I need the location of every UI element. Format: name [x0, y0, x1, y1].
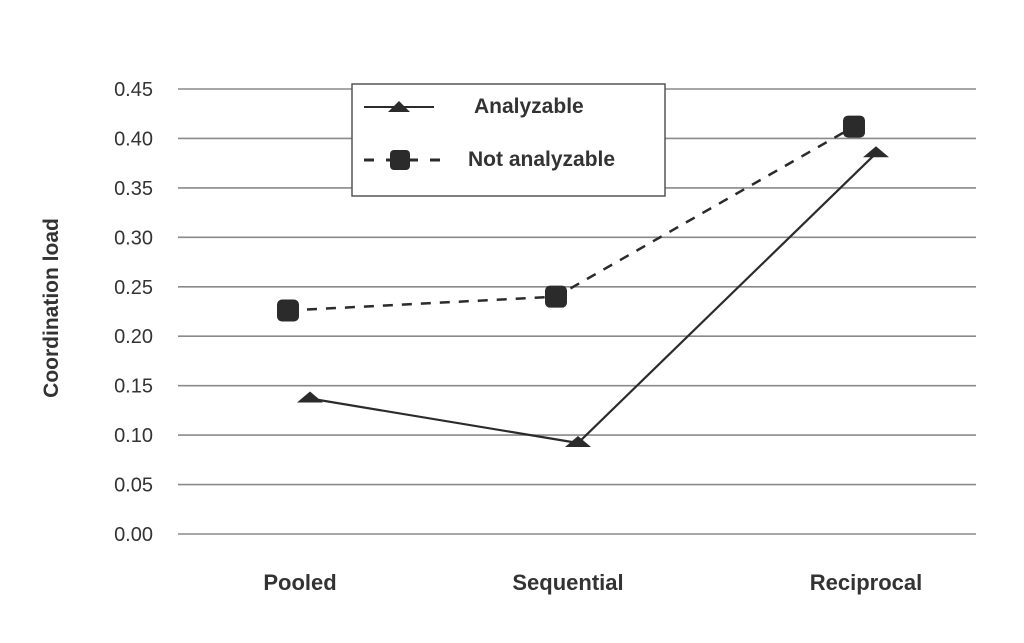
legend: Analyzable Not analyzable [351, 83, 666, 197]
y-axis-label: Coordination load [40, 218, 63, 398]
y-tick-label: 0.45 [114, 79, 153, 101]
y-tick-labels: 0.00 0.05 0.10 0.15 0.20 0.25 0.30 0.35 0.40 0.45 [114, 79, 153, 546]
data-point-analyzable [297, 391, 323, 403]
data-point-not-analyzable [545, 285, 567, 308]
data-point-analyzable [863, 146, 889, 158]
data-point-not-analyzable [843, 115, 865, 138]
x-category-labels: Pooled Sequential Reciprocal [263, 570, 922, 595]
legend-marker-not-analyzable [390, 150, 410, 170]
legend-label-not-analyzable: Not analyzable [468, 148, 615, 171]
data-point-analyzable [565, 436, 591, 448]
data-point-not-analyzable [277, 299, 299, 322]
y-tick-label: 0.20 [114, 326, 153, 348]
y-tick-label: 0.25 [114, 277, 153, 299]
y-tick-label: 0.10 [114, 425, 153, 447]
legend-box [351, 83, 666, 197]
x-category-label: Pooled [263, 570, 336, 595]
x-category-label: Sequential [512, 570, 623, 595]
y-tick-label: 0.15 [114, 376, 153, 398]
y-tick-label: 0.40 [114, 128, 153, 150]
series-layer [277, 115, 889, 448]
y-tick-label: 0.35 [114, 178, 153, 200]
x-category-label: Reciprocal [810, 570, 923, 595]
y-tick-label: 0.00 [114, 524, 153, 546]
legend-marker-analyzable [388, 101, 410, 112]
y-tick-label: 0.30 [114, 227, 153, 249]
legend-label-analyzable: Analyzable [474, 95, 584, 118]
y-tick-label: 0.05 [114, 475, 153, 497]
